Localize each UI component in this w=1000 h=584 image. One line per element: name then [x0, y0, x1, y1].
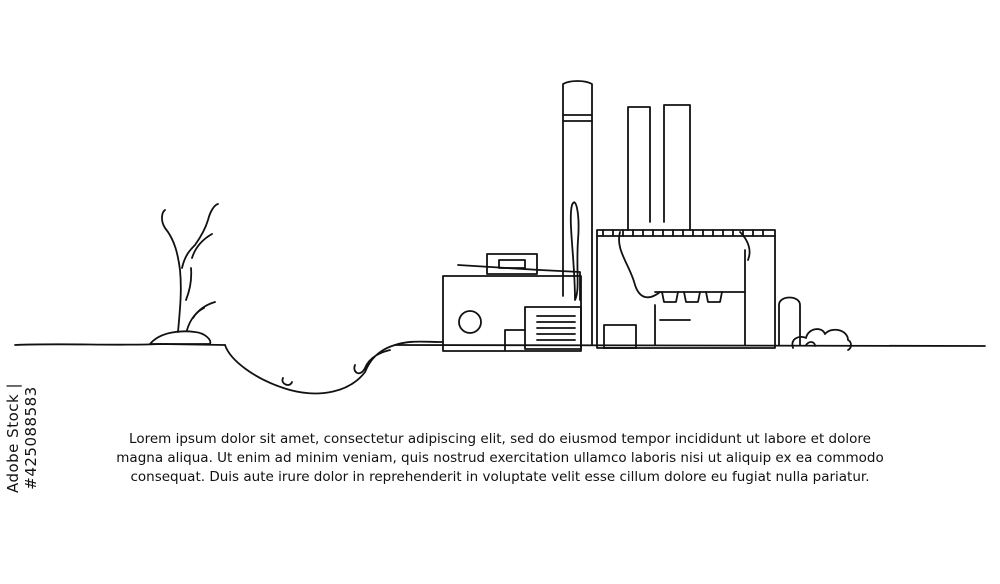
stock-id-watermark: Adobe Stock | #425088583	[4, 382, 40, 494]
caption-line-1: Lorem ipsum dolor sit amet, consectetur …	[129, 431, 871, 447]
dead-tree	[149, 203, 219, 345]
left-factory-building	[394, 253, 582, 352]
storage-tank	[778, 296, 801, 346]
bush	[791, 328, 852, 351]
right-factory-building	[596, 104, 776, 349]
caption-line-2: magna aliqua. Ut enim ad minim veniam, q…	[116, 450, 884, 466]
polluted-pond	[224, 344, 396, 395]
tall-chimney	[562, 80, 593, 346]
caption-line-3: consequat. Duis aute irure dolor in repr…	[130, 469, 870, 485]
caption-text: Lorem ipsum dolor sit amet, consectetur …	[90, 430, 910, 487]
